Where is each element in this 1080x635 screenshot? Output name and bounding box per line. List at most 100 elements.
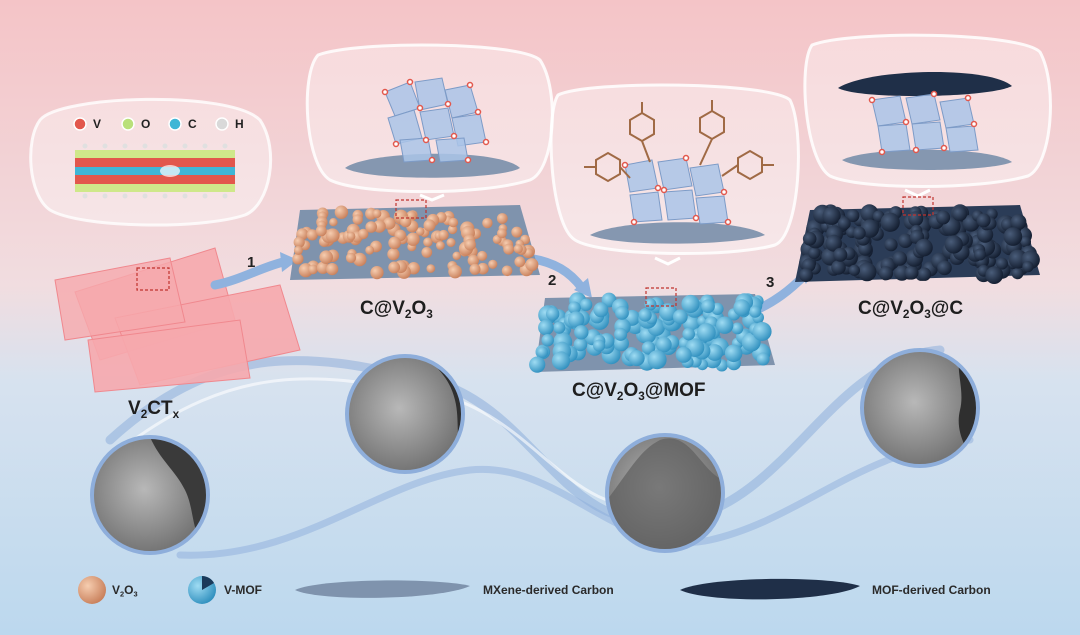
mof-carbon-particle (857, 262, 877, 282)
v2o3-particle (477, 250, 488, 261)
mof-carbon-particle (952, 206, 968, 222)
vmof-particle (568, 301, 581, 315)
mof-carbon-particle (1010, 214, 1027, 230)
v2ctx-sheets (54, 247, 301, 393)
v2o3-particle (326, 263, 339, 276)
v2o3-particle (513, 244, 523, 254)
atom-o-icon (121, 117, 135, 131)
legend-v2o3-label: V2O3 (112, 583, 138, 599)
v2o3-particle (365, 221, 378, 233)
atomic-model-bubble (29, 97, 273, 227)
v2o3-particle (329, 218, 338, 227)
cv2o3mof-plate (529, 287, 775, 373)
v2o3-particle (482, 217, 493, 229)
vmof-particle (536, 346, 549, 358)
sem-image-3 (605, 433, 725, 553)
vmof-particle (672, 309, 688, 325)
v2o3-particle (415, 227, 425, 236)
step-1-number: 1 (247, 254, 256, 271)
vmof-particle (638, 308, 652, 322)
vmof-particle (724, 344, 743, 363)
mof-carbon-particle (831, 260, 846, 275)
step1-product-label: C@V2O3 (360, 298, 433, 322)
v2o3-particle (464, 238, 476, 251)
mof-carbon-particle (878, 266, 894, 281)
mof-carbon-particle (884, 238, 898, 252)
vmof-particle (614, 327, 628, 341)
mof-carbon-particle (917, 267, 932, 281)
vmof-particle (644, 298, 657, 311)
mof-carbon-particles (799, 204, 1040, 285)
mof-carbon-particle (825, 235, 842, 252)
mof-carbon-particle (937, 260, 952, 276)
vmof-particle (675, 346, 692, 363)
mof-carbon-particle (936, 210, 951, 225)
vmof-particle (733, 299, 751, 317)
step-3-number: 3 (766, 274, 775, 291)
v2o3-particle (452, 251, 461, 260)
cv2o3c-structure-bubble (803, 33, 1052, 198)
mof-carbon-particle (977, 226, 994, 243)
v2o3-particle (315, 225, 327, 237)
v2o3-particle (488, 259, 498, 269)
v2o3-particle (477, 262, 489, 275)
v2o3-particle (334, 205, 349, 219)
mof-carbon-particle (944, 235, 963, 254)
v2o3-particle (400, 216, 412, 228)
v2o3-particle (446, 238, 456, 247)
v2o3-particle (345, 252, 357, 263)
v2o3-particle (426, 264, 436, 273)
v2o3-particle (306, 229, 318, 241)
v2o3-particle (423, 237, 433, 247)
vmof-particle (553, 321, 566, 334)
vmof-particle (541, 334, 554, 347)
vmof-particle (579, 298, 593, 311)
bottom-legend-shapes (78, 576, 860, 604)
legend-mof-carbon-label: MOF-derived Carbon (872, 583, 991, 597)
v2o3-particle (514, 256, 526, 268)
v2o3-particle (497, 228, 507, 239)
v2o3-particle (496, 213, 508, 224)
v2o3-particle (421, 247, 433, 258)
v2o3-particle (316, 261, 330, 274)
mof-carbon-particle (915, 238, 933, 257)
v2o3-particle (325, 228, 340, 243)
vmof-particle (731, 322, 744, 335)
sem-image-2 (345, 354, 465, 474)
legend-vmof-label: V-MOF (224, 583, 262, 597)
v2o3-particle (293, 245, 303, 255)
mof-carbon-particle (892, 251, 907, 266)
mof-carbon-particle (833, 247, 848, 262)
arrow-2-head (574, 278, 592, 298)
v2o3-particle (319, 250, 334, 264)
mof-carbon-particle (880, 212, 900, 232)
v2o3-particle (438, 229, 449, 241)
v2o3-particle (383, 217, 396, 230)
mof-carbon-particle (898, 233, 913, 248)
precursor-label: V2CTx (128, 398, 180, 422)
vmof-particle (701, 299, 715, 314)
v2o3-particle (406, 232, 420, 246)
step-2-number: 2 (548, 272, 557, 289)
atom-legend (73, 117, 229, 131)
sem-image-1 (90, 435, 210, 555)
v2o3-particle (388, 261, 401, 274)
cv2o3-plate (290, 199, 540, 280)
vmof-particle (659, 303, 678, 322)
v2o3-particle (372, 209, 382, 219)
v2o3-particle (423, 219, 436, 232)
mof-carbon-particle (904, 265, 919, 280)
mof-carbon-particle (848, 264, 861, 276)
vmof-particle (681, 294, 700, 314)
step3-product-label: C@V2O3@C (858, 298, 964, 322)
step2-product-label: C@V2O3@MOF (572, 380, 706, 404)
vmof-particle (756, 352, 770, 366)
mof-carbon-particle (852, 226, 866, 240)
v2o3-particle (387, 248, 400, 261)
vmof-particle (568, 311, 585, 328)
vmof-particle (593, 302, 609, 318)
v2o3-particle (511, 226, 523, 238)
v2o3-particle (388, 236, 401, 250)
mof-carbon-particle (837, 217, 851, 230)
